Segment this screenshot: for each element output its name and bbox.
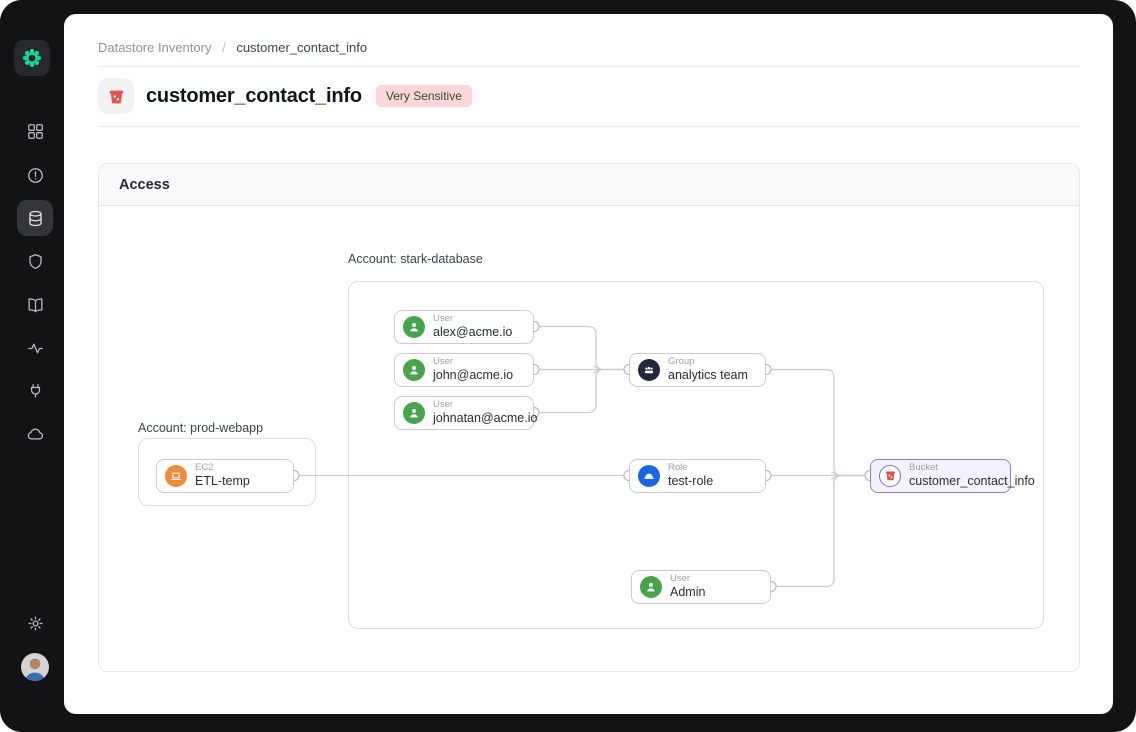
node-role-test-role[interactable]: Role test-role	[629, 458, 766, 493]
page-header: customer_contact_info Very Sensitive	[98, 78, 472, 114]
sensitivity-badge: Very Sensitive	[375, 85, 472, 107]
account-box-prod	[138, 438, 316, 506]
sidebar-item-security[interactable]	[17, 243, 53, 279]
sidebar-item-docs[interactable]	[17, 287, 53, 323]
sidebar-item-integrations[interactable]	[17, 373, 53, 409]
logo-gear-icon	[22, 48, 42, 68]
account-box-stark	[348, 281, 1044, 629]
node-type-label: Bucket	[909, 462, 939, 474]
user-icon	[403, 358, 425, 381]
breadcrumb-current: customer_contact_info	[236, 40, 368, 55]
user-avatar[interactable]	[21, 653, 49, 681]
bucket-icon	[879, 464, 901, 487]
node-name: test-role	[668, 473, 714, 488]
group-icon	[638, 358, 660, 381]
node-name: johnatan@acme.io	[433, 410, 538, 425]
node-name: ETL-temp	[195, 473, 250, 488]
role-icon	[638, 464, 660, 487]
grid-icon	[27, 123, 43, 139]
divider	[98, 66, 1080, 67]
activity-icon	[27, 343, 43, 353]
access-graph: Account: stark-database Account: prod-we…	[99, 206, 1079, 671]
sidebar-item-alerts[interactable]	[17, 157, 53, 193]
node-name: Admin	[670, 584, 706, 599]
node-type-label: User	[433, 399, 454, 411]
node-group-analytics-team[interactable]: Group analytics team	[629, 352, 766, 387]
node-name: alex@acme.io	[433, 324, 513, 339]
sidebar-item-dashboard[interactable]	[17, 113, 53, 149]
ec2-icon	[165, 464, 187, 487]
node-type-label: User	[433, 313, 454, 325]
alert-circle-icon	[27, 167, 43, 183]
avatar-photo	[21, 653, 49, 681]
node-type-label: Group	[668, 356, 695, 368]
node-name: analytics team	[668, 367, 748, 382]
app-logo[interactable]	[14, 40, 50, 76]
node-name: john@acme.io	[433, 367, 514, 382]
access-card-header: Access	[99, 164, 1079, 206]
sidebar-item-activity[interactable]	[17, 330, 53, 366]
node-user-admin[interactable]: User Admin	[631, 569, 771, 604]
breadcrumb-separator: /	[222, 40, 226, 55]
account-label-stark: Account: stark-database	[348, 252, 483, 266]
sidebar-item-cloud[interactable]	[17, 416, 53, 452]
node-user-john[interactable]: User john@acme.io	[394, 352, 534, 387]
cloud-icon	[27, 428, 43, 439]
bucket-icon	[98, 78, 134, 114]
page-title: customer_contact_info	[146, 84, 362, 107]
node-user-alex[interactable]: User alex@acme.io	[394, 309, 534, 344]
plug-icon	[30, 383, 40, 398]
sidebar-item-settings[interactable]	[17, 605, 53, 641]
user-icon	[403, 401, 425, 424]
node-user-johnatan[interactable]: User johnatan@acme.io	[394, 395, 538, 430]
node-name: customer_contact_info	[909, 473, 1035, 488]
breadcrumb-parent-link[interactable]: Datastore Inventory	[98, 40, 212, 55]
database-icon	[28, 210, 42, 226]
user-icon	[403, 315, 425, 338]
sidebar-item-datastores[interactable]	[17, 200, 53, 236]
divider	[98, 126, 1080, 127]
shield-icon	[28, 253, 42, 269]
node-type-label: User	[433, 356, 454, 368]
access-card-title: Access	[119, 176, 170, 193]
node-type-label: EC2	[195, 462, 214, 474]
user-icon	[640, 575, 662, 598]
node-type-label: Role	[668, 462, 688, 474]
node-type-label: User	[670, 573, 691, 585]
breadcrumb: Datastore Inventory / customer_contact_i…	[98, 40, 367, 55]
book-open-icon	[28, 297, 42, 312]
access-card: Access Account: stark-database Account: …	[98, 163, 1080, 672]
node-ec2-etl-temp[interactable]: EC2 ETL-temp	[156, 458, 294, 493]
gear-icon	[28, 616, 42, 630]
main-panel: Datastore Inventory / customer_contact_i…	[64, 14, 1113, 714]
node-bucket-customer-contact-info[interactable]: Bucket customer_contact_info	[870, 458, 1035, 493]
account-label-prod: Account: prod-webapp	[138, 421, 264, 435]
sidebar	[0, 0, 64, 732]
